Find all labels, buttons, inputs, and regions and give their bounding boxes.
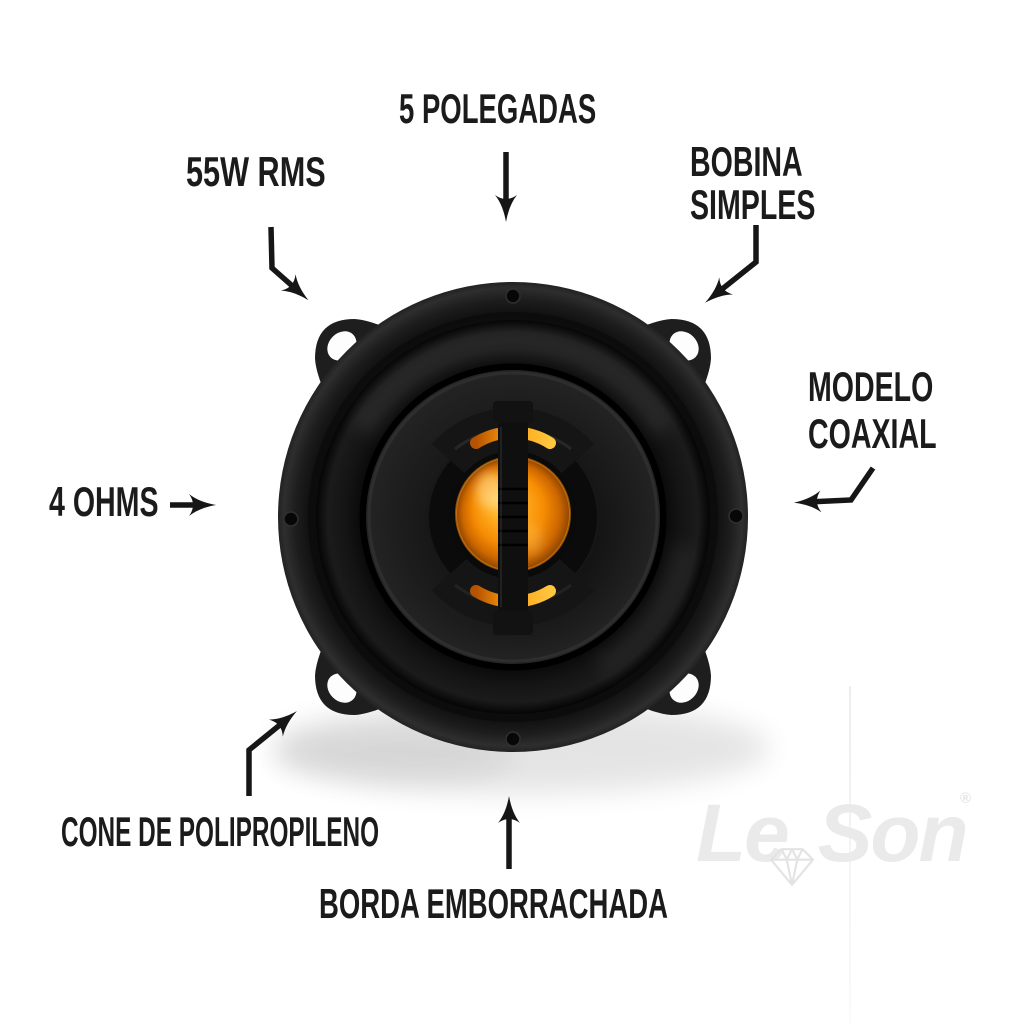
tweeter-assembly [427,401,599,635]
screw [505,731,521,747]
diamond-icon [769,848,815,886]
label-coil-type: BOBINA SIMPLES [690,140,815,226]
cone-edge-highlight [367,371,659,663]
surround-sheen-bottom [593,544,694,677]
label-model-line2: COAXIAL [808,410,937,457]
tweeter-bridge-bar [493,401,533,635]
label-model-line1: MODELO [808,363,934,410]
arrow-cone [246,711,297,796]
annotation-arrows [170,152,876,869]
brand-word-son: Son [817,788,969,879]
label-power: 55W RMS [186,148,326,195]
screw [728,508,744,524]
label-model: MODELO COAXIAL [808,363,937,457]
label-cone-material: CONE DE POLIPROPILENO [61,808,380,855]
screw [505,288,521,304]
screw [283,511,299,527]
surround-inner-edge [359,363,667,671]
dome-highlight [476,472,504,508]
label-coil-line1: BOBINA [690,138,803,185]
label-impedance: 4 OHMS [49,478,159,525]
label-surround: BORDA EMBORRACHADA [319,880,668,927]
label-size: 5 POLEGADAS [399,85,597,132]
arrow-model [794,466,876,513]
background-seam [849,686,851,1024]
label-coil-line2: SIMPLES [690,181,816,228]
surround-sheen-top [351,331,675,438]
arrow-coil [705,225,759,303]
speaker [278,282,748,752]
frame-screws [283,288,744,747]
arrow-power [268,226,309,301]
registered-trademark-symbol: ® [960,790,972,807]
